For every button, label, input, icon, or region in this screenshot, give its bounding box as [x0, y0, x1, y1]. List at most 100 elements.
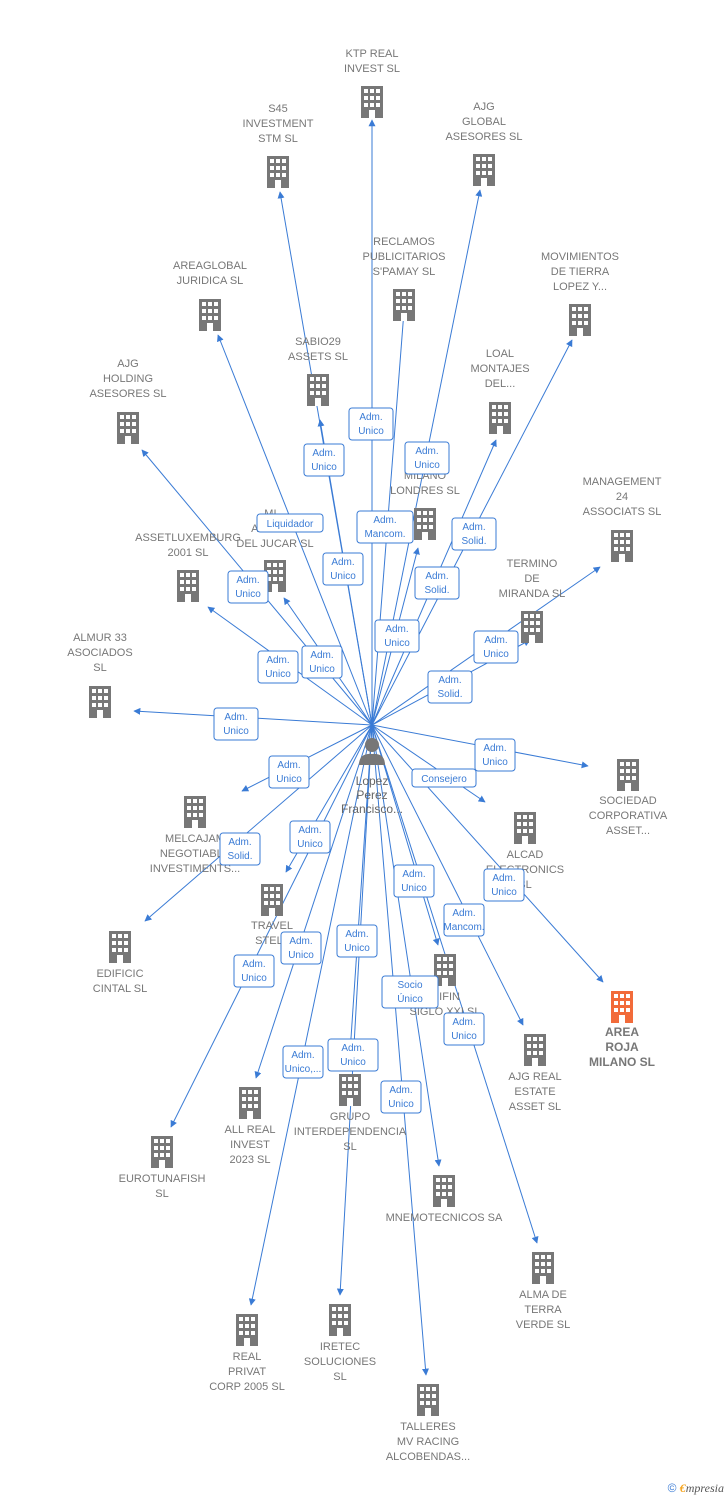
company-node-loal[interactable]: LOALMONTAJESDEL... — [470, 348, 530, 434]
relation-box — [336, 924, 378, 958]
relation-label[interactable]: Adm.Solid. — [414, 566, 460, 600]
relation-label[interactable]: Adm.Unico — [404, 441, 450, 475]
relation-label[interactable]: Adm.Unico — [443, 1012, 485, 1046]
company-name-line: MONTAJES — [470, 363, 529, 375]
relation-label[interactable]: Adm.Unico — [257, 650, 299, 684]
relation-text: Unico — [311, 462, 337, 473]
relation-label[interactable]: Adm. Unico — [303, 443, 345, 477]
relation-label[interactable]: Adm.Unico — [483, 868, 525, 902]
relation-label[interactable]: Adm.Unico — [233, 954, 275, 988]
relation-label[interactable]: Adm.Unico — [348, 407, 394, 441]
relation-text: Adm. — [341, 1043, 364, 1054]
relation-text: Adm. — [312, 448, 335, 459]
company-name-line: SL — [93, 662, 106, 674]
relation-text: Adm. — [438, 675, 461, 686]
relation-label[interactable]: Liquidador — [256, 513, 324, 533]
relation-text: Adm. — [291, 1050, 314, 1061]
person-name-line: Perez — [356, 788, 387, 802]
relation-label[interactable]: Adm.Mancom. — [443, 903, 485, 937]
company-name-line: INVEST — [230, 1139, 270, 1151]
relation-box — [301, 645, 343, 679]
company-name-line: SOCIEDAD — [599, 795, 657, 807]
company-name-line: INVESTMENT — [243, 118, 314, 130]
relation-label[interactable]: Adm.Solid. — [427, 670, 473, 704]
relation-label[interactable]: Adm.Solid. — [219, 832, 261, 866]
relation-label[interactable]: Adm.Unico — [289, 820, 331, 854]
relation-text: Adm. — [298, 825, 321, 836]
company-name-line: ASSETS SL — [288, 351, 348, 363]
relation-label[interactable]: Adm.Solid. — [451, 517, 497, 551]
relation-label[interactable]: Adm.Unico — [322, 552, 364, 586]
relation-text: Adm. — [492, 873, 515, 884]
relation-label[interactable]: Consejero — [411, 768, 477, 788]
building-icon — [236, 1314, 258, 1346]
relation-text: Adm. — [415, 446, 438, 457]
relation-label[interactable]: Adm.Unico — [327, 1038, 379, 1072]
building-icon — [433, 1175, 455, 1207]
relation-label[interactable]: Adm.Unico — [473, 630, 519, 664]
relation-text: Adm. — [385, 624, 408, 635]
relation-label[interactable]: Adm.Unico — [268, 755, 310, 789]
relation-label[interactable]: Adm.Unico — [213, 707, 259, 741]
company-node-areaglobal[interactable]: AREAGLOBAL JURIDICA SL — [173, 260, 247, 331]
building-icon — [393, 289, 415, 321]
company-name-line: AJG REAL — [508, 1071, 561, 1083]
copyright-icon: © — [667, 1481, 677, 1495]
relation-label[interactable]: Adm.Unico,... — [282, 1045, 324, 1079]
company-name-line: AREAGLOBAL — [173, 260, 247, 272]
company-node-mnemo[interactable]: MNEMOTECNICOS SA — [386, 1175, 503, 1224]
edge-arearoja — [371, 724, 604, 983]
edge-grupo — [345, 724, 373, 1069]
person-name-line: Francisco... — [341, 802, 403, 816]
company-node-melcajam[interactable]: MELCAJAMNEGOTIABLEINVESTIMENTS... — [150, 796, 240, 875]
center-person-node[interactable]: LopezPerezFrancisco... — [341, 738, 403, 816]
relation-text: Unico — [451, 1031, 477, 1042]
company-name-line: TALLERES — [400, 1421, 455, 1433]
relation-label[interactable]: Adm.Unico — [280, 931, 322, 965]
company-name-line: ASESORES SL — [89, 388, 166, 400]
relation-text: Adm. — [345, 929, 368, 940]
company-name-line: MANAGEMENT — [583, 476, 662, 488]
company-node-sociedad[interactable]: SOCIEDADCORPORATIVAASSET... — [589, 759, 668, 837]
relation-label[interactable]: Adm.Unico — [374, 619, 420, 653]
relation-text: Unico — [288, 950, 314, 961]
relation-box — [303, 443, 345, 477]
relation-label[interactable]: Adm.Unico — [393, 864, 435, 898]
relation-label[interactable]: Adm.Mancom. — [356, 510, 414, 544]
relation-label[interactable]: Adm.Unico — [380, 1080, 422, 1114]
relation-text: Solid. — [227, 851, 252, 862]
company-name-line: JURIDICA SL — [177, 275, 244, 287]
relation-label[interactable]: Adm.Unico — [336, 924, 378, 958]
relation-label[interactable]: Adm.Unico — [227, 570, 269, 604]
relation-text: Adm. — [483, 743, 506, 754]
building-icon — [117, 412, 139, 444]
relation-text: Adm. — [373, 515, 396, 526]
relation-label[interactable]: Adm.Unico — [474, 738, 516, 772]
relation-label[interactable]: Adm.Unico — [301, 645, 343, 679]
company-name-line: REAL — [233, 1351, 262, 1363]
